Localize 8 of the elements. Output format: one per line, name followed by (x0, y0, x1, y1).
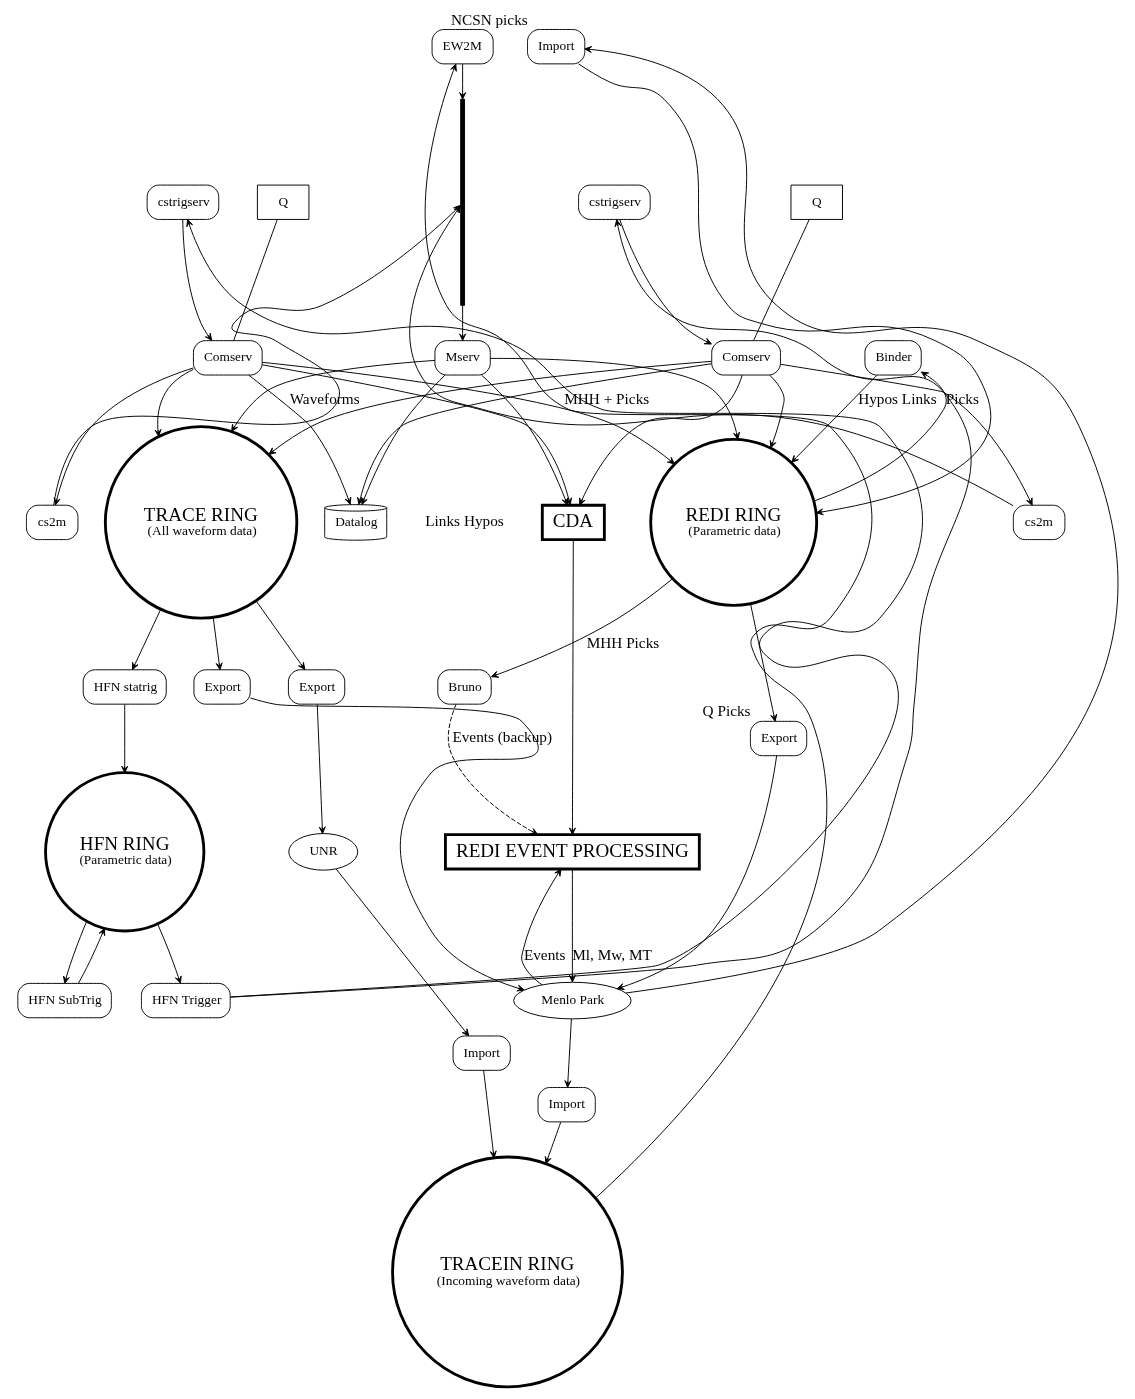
edge-label: Hypos Links (857, 390, 937, 408)
label: Links Hypos (424, 512, 504, 530)
node-label: NCSN picks (450, 10, 528, 28)
edge-label: MHH Picks (586, 633, 659, 651)
edge-label: Events (backup) (451, 728, 552, 746)
edge-label: Events (523, 946, 565, 964)
node-label: Q Picks (702, 702, 750, 720)
edge-label: Waveforms (289, 390, 360, 408)
